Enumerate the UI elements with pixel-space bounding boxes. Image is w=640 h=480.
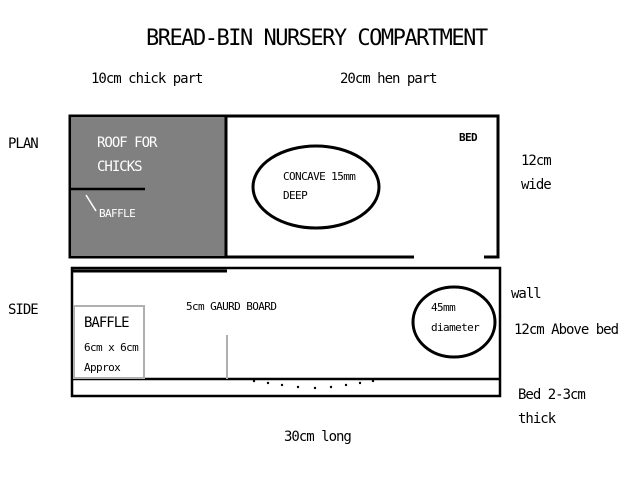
hole-label-line2: diameter bbox=[431, 321, 480, 334]
above-bed-label: 12cm Above bed bbox=[514, 322, 619, 338]
diagram-title: BREAD-BIN NURSERY COMPARTMENT bbox=[146, 26, 488, 51]
bed-dot bbox=[280, 383, 284, 387]
bed-dot bbox=[252, 379, 256, 383]
side-view-label: SIDE bbox=[8, 302, 38, 318]
entry-hole bbox=[411, 285, 497, 359]
bed-dot bbox=[296, 385, 300, 389]
baffle-pointer bbox=[85, 194, 97, 212]
plan-baffle-label: BAFFLE bbox=[99, 207, 135, 220]
bed-dot bbox=[329, 385, 333, 389]
bed-thickness-line2: thick bbox=[518, 411, 557, 427]
side-view: BAFFLE 6cm x 6cm Approx 5cm GAURD BOARD … bbox=[70, 266, 620, 445]
bed-dots bbox=[252, 379, 375, 390]
bed-label: BED bbox=[459, 131, 478, 144]
bed-dot bbox=[358, 381, 362, 385]
chick-part-dimension: 10cm chick part bbox=[91, 71, 203, 87]
wall-label: wall bbox=[511, 286, 541, 302]
chick-roof-area bbox=[71, 117, 226, 256]
guard-board-label: 5cm GAURD BOARD bbox=[186, 300, 276, 313]
bed-dot bbox=[266, 381, 270, 385]
hole-label-line1: 45mm bbox=[431, 301, 456, 314]
bed-dot bbox=[313, 386, 317, 390]
baffle-approx-label: Approx bbox=[84, 361, 121, 374]
plan-view-label: PLAN bbox=[8, 136, 38, 152]
length-dimension: 30cm long bbox=[284, 429, 351, 445]
bed-thickness-line1: Bed 2-3cm bbox=[518, 387, 585, 403]
baffle-size-label: 6cm x 6cm bbox=[84, 341, 139, 354]
concave-label-line1: CONCAVE 15mm bbox=[283, 170, 356, 183]
side-baffle-label: BAFFLE bbox=[84, 315, 129, 331]
bed-dot bbox=[344, 383, 348, 387]
bed-dot bbox=[371, 379, 375, 383]
hen-part-dimension: 20cm hen part bbox=[340, 71, 437, 87]
side-baffle-box bbox=[73, 305, 145, 379]
plan-width-line1: 12cm bbox=[521, 153, 551, 169]
plan-view: ROOF FOR CHICKS BAFFLE BED CONCAVE 15mm … bbox=[68, 114, 552, 259]
roof-label-line2: CHICKS bbox=[97, 159, 142, 175]
roof-label-line1: ROOF FOR bbox=[97, 135, 158, 151]
concave-nest bbox=[251, 144, 381, 230]
concave-label-line2: DEEP bbox=[283, 189, 308, 202]
plan-width-line2: wide bbox=[521, 177, 551, 193]
